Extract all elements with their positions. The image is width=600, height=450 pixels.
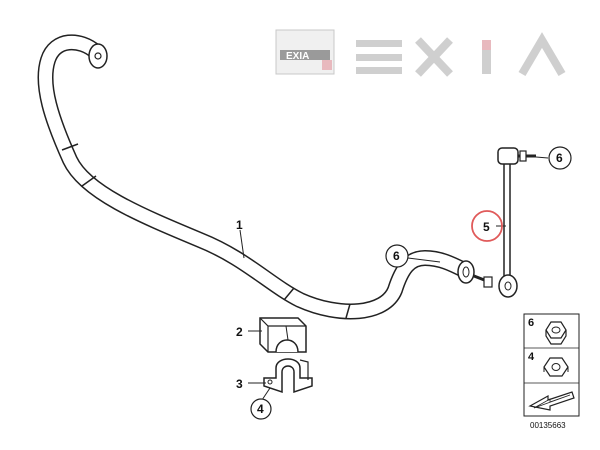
callout-part-6a: 6	[548, 146, 572, 170]
legend-item-4-label: 4	[528, 351, 535, 363]
watermark-badge-text: EXIA	[286, 51, 309, 62]
watermark-letter-i-accent	[482, 40, 491, 50]
rubber-mounting-bore	[275, 339, 299, 353]
svg-text:6: 6	[556, 151, 563, 165]
svg-text:2: 2	[236, 325, 243, 339]
stabilizer-bar	[37, 34, 493, 320]
bar-right-end-nut	[483, 276, 493, 288]
leader-part-6b	[407, 257, 441, 263]
callout-part-1: 1	[236, 218, 243, 232]
link-upper-stud-nut	[519, 150, 527, 162]
watermark-badge-accent	[322, 60, 332, 70]
clamp-side	[299, 359, 309, 380]
rubber-mounting-edge	[259, 317, 306, 352]
direction-arrow-icon	[528, 391, 575, 411]
bar-left-end-hole	[94, 52, 102, 60]
watermark-letter-e	[356, 40, 402, 74]
mounting-clamp	[263, 358, 313, 394]
highlight-ring	[471, 210, 503, 242]
bar-segment-mark	[81, 175, 97, 187]
fastener-legend: 6 4	[523, 313, 580, 417]
callout-part-4: 4	[250, 398, 272, 420]
svg-text:1: 1	[236, 218, 243, 232]
clamp-body	[263, 358, 313, 394]
rubber-mounting	[259, 317, 307, 353]
bar-segment-mark	[345, 303, 351, 319]
clamp-bolt-hole	[267, 379, 273, 385]
watermark-badge-stripe	[280, 50, 330, 60]
leader-lines	[239, 156, 549, 401]
leader-part-6a	[535, 156, 549, 159]
legend-item-6-label: 6	[528, 317, 534, 329]
link-rod	[503, 157, 511, 287]
svg-text:3: 3	[236, 377, 243, 391]
svg-text:4: 4	[257, 402, 264, 416]
watermark-letter-i	[482, 40, 491, 74]
callout-part-6b: 6	[385, 244, 409, 268]
callout-part-5-highlighted: 5	[471, 210, 503, 242]
rubber-mounting-slit	[285, 325, 289, 341]
stabilizer-link	[497, 147, 536, 298]
stabilizer-bar-body	[39, 35, 471, 318]
svg-text:6: 6	[393, 249, 400, 263]
diagram-number: 00135663	[530, 421, 566, 430]
bar-right-end-hole	[462, 266, 470, 278]
leader-part-4	[261, 387, 271, 401]
bar-segment-mark	[283, 287, 295, 301]
hex-nut-icon	[543, 357, 569, 377]
watermark-logo: EXIA	[275, 29, 566, 77]
svg-text:5: 5	[483, 220, 490, 234]
watermark-letter-a	[518, 32, 566, 77]
leader-part-1	[239, 229, 245, 259]
collar-nut-icon	[545, 321, 567, 345]
link-upper-joint	[497, 147, 519, 165]
watermark-letter-x	[415, 37, 453, 77]
bar-segment-mark	[61, 143, 79, 151]
callout-part-3: 3	[236, 377, 243, 391]
link-lower-joint-hole	[504, 281, 512, 291]
callout-part-2: 2	[236, 325, 243, 339]
